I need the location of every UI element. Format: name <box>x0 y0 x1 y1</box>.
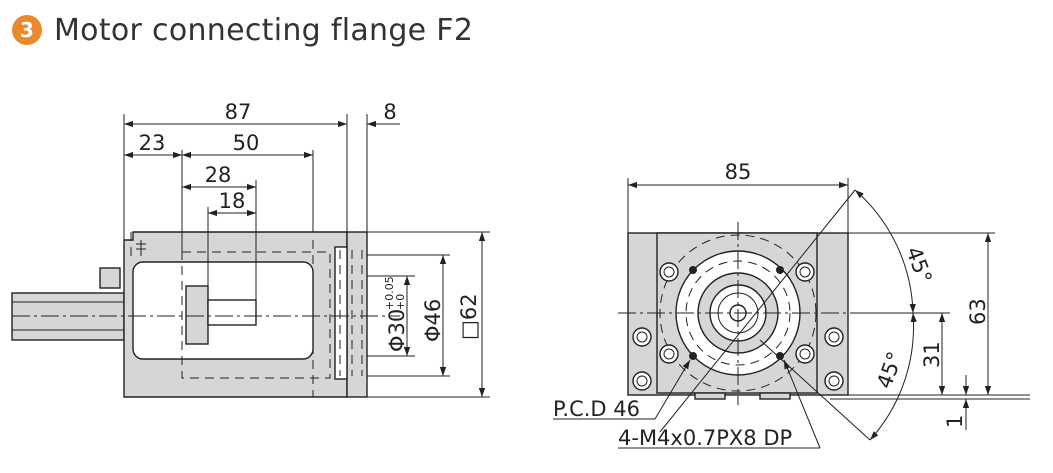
dim-18: 18 <box>219 189 246 213</box>
dim-28: 28 <box>205 163 232 187</box>
extension-lines-top <box>123 114 368 300</box>
pcd-leader <box>654 359 691 420</box>
angle-line-45-upper <box>659 189 856 433</box>
angle-arc-lower <box>869 312 917 441</box>
dim-phi30-tol-zero: +0 <box>394 294 407 310</box>
dim-phi30: Φ30 <box>385 309 409 352</box>
dim-phi30-tol-plus: +0.05 <box>383 276 396 310</box>
dim-8: 8 <box>383 100 396 124</box>
dim-31: 31 <box>920 341 944 368</box>
dim-85: 85 <box>725 160 752 184</box>
section-title: Motor connecting flange F2 <box>54 12 474 48</box>
front-extension-lines <box>830 232 1030 400</box>
dim-sq62: □62 <box>457 293 481 340</box>
dim-1: 1 <box>943 415 967 428</box>
side-view: 87 8 23 50 28 18 Φ30 +0.05 +0 <box>11 100 490 398</box>
mount-holes <box>632 262 844 391</box>
angle-arc-upper <box>854 189 916 314</box>
foot-right <box>759 392 791 400</box>
tap-label: 4-M4x0.7PX8 DP <box>618 426 792 450</box>
dim-50: 50 <box>233 131 260 155</box>
dim-87: 87 <box>225 100 252 124</box>
angle-label-top: 45° <box>901 244 936 287</box>
angle-line-45-lower <box>759 339 871 441</box>
dim-phi46: Φ46 <box>421 299 445 342</box>
dim-23: 23 <box>139 131 166 155</box>
shaft-body <box>11 267 125 341</box>
flange-plate <box>334 231 368 398</box>
section-number-badge: 3 <box>12 15 42 45</box>
foot-left <box>694 392 726 400</box>
angle-label-bottom: 45° <box>872 349 907 392</box>
pcd-label: P.C.D 46 <box>553 397 640 421</box>
housing-body <box>123 231 348 398</box>
dim-63: 63 <box>966 298 990 325</box>
tap-leader <box>783 359 821 449</box>
front-view: 85 45° 45° 63 31 <box>553 160 1030 450</box>
section-header: 3 Motor connecting flange F2 <box>12 10 473 50</box>
tapped-holes <box>689 266 784 360</box>
